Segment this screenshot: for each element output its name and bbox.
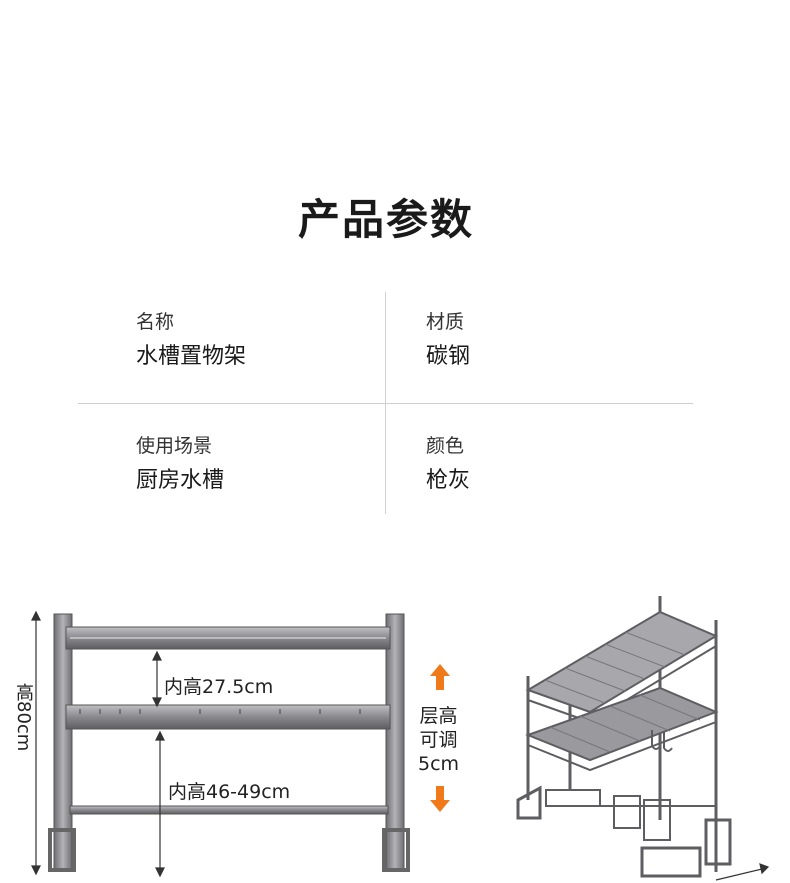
param-value: 枪灰 xyxy=(426,468,471,493)
table-divider-horizontal xyxy=(78,403,693,404)
param-label: 使用场景 xyxy=(136,435,213,457)
adjust-line-2: 可调 xyxy=(419,729,458,751)
front-view-rack xyxy=(48,613,410,872)
param-value: 厨房水槽 xyxy=(136,468,225,493)
adjust-line-3: 5cm xyxy=(418,753,460,775)
param-label: 颜色 xyxy=(426,435,465,457)
param-label: 材质 xyxy=(426,311,465,333)
depth-dimension-line xyxy=(715,863,770,881)
total-height-label: 高80cm xyxy=(13,683,34,752)
dimension-lines xyxy=(31,610,165,878)
adjust-line-1: 层高 xyxy=(419,705,458,727)
inner-height-top-label: 内高27.5cm xyxy=(164,676,274,698)
param-value: 水槽置物架 xyxy=(136,344,247,369)
param-material: 材质 碳钢 xyxy=(426,309,470,371)
param-color: 颜色 枪灰 xyxy=(426,433,470,495)
page-title: 产品参数 xyxy=(297,195,474,244)
adjustable-height-label: 层高 可调 5cm xyxy=(418,704,459,776)
param-label: 名称 xyxy=(136,311,175,333)
inner-height-bottom-label: 内高46-49cm xyxy=(168,781,291,803)
adjust-arrows xyxy=(430,664,450,812)
perspective-view-rack xyxy=(516,596,732,878)
param-name: 名称 水槽置物架 xyxy=(136,309,246,371)
param-value: 碳钢 xyxy=(426,344,471,369)
param-scene: 使用场景 厨房水槽 xyxy=(136,433,224,495)
